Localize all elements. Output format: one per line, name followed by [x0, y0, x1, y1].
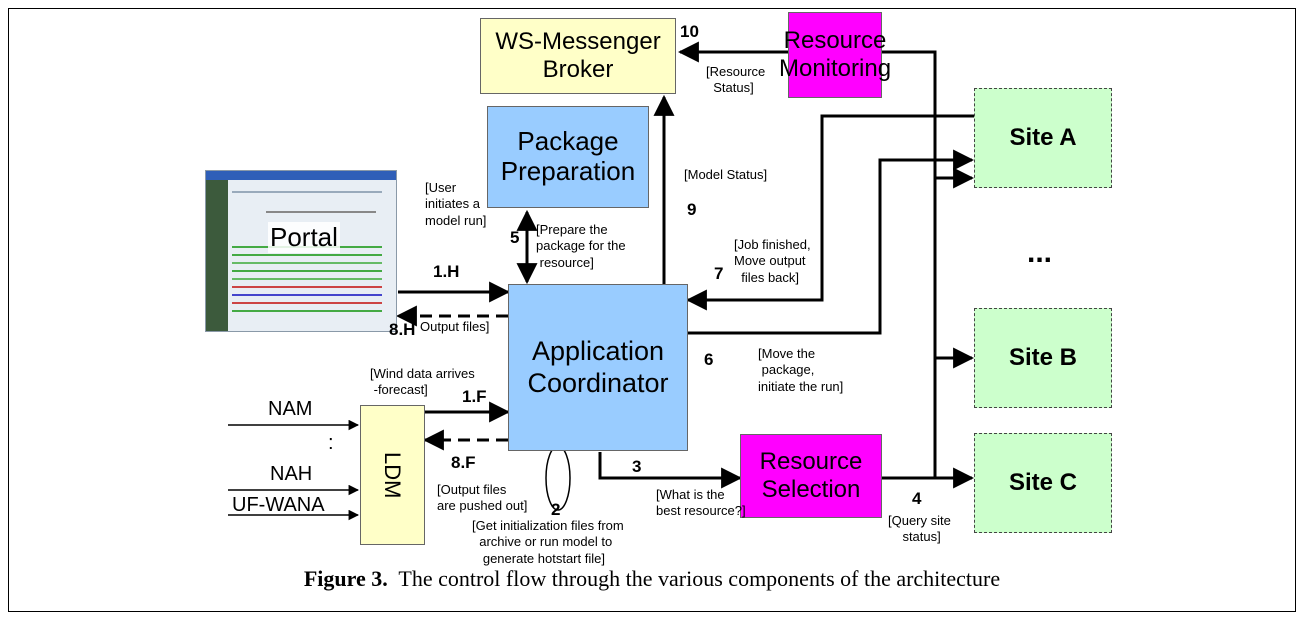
input-nah: NAH [270, 463, 313, 485]
resource-monitoring-box: Resource Monitoring [779, 12, 891, 98]
application-coordinator-label: Application Coordinator [527, 336, 669, 398]
edge-6 [688, 149, 975, 335]
ws-messenger-broker-label: WS-Messenger Broker [495, 28, 661, 83]
step-1f: 1.F [462, 387, 487, 406]
step-6: 6 [704, 350, 714, 369]
label-output-files: Output files] [420, 319, 490, 334]
edge-7 [685, 114, 974, 311]
label-query-site: [Query site status] [888, 513, 951, 545]
label-output-pushed: [Output files are pushed out] [437, 482, 528, 514]
step-2: 2 [551, 500, 561, 519]
package-preparation-label: Package Preparation [500, 126, 636, 186]
resource-monitoring-label: Resource Monitoring [778, 27, 892, 82]
package-preparation-box: Package Preparation [487, 106, 649, 208]
label-best-resource: [What is the best resource?] [656, 487, 746, 519]
step-5: 5 [510, 228, 520, 247]
edge-3 [598, 452, 743, 489]
portal-label: Portal [268, 222, 340, 253]
label-job-finished: [Job finished, Move output files back] [734, 237, 811, 285]
site-a-label: Site A [1009, 124, 1077, 152]
ldm-box: LDM [360, 405, 425, 545]
step-4: 4 [912, 489, 922, 508]
step-8h: 8.H [389, 320, 416, 339]
resource-selection-box: Resource Selection [740, 434, 882, 518]
label-init-files: [Get initialization files from archive o… [472, 518, 624, 566]
input-dots: : [328, 432, 334, 454]
site-c-box: Site C [974, 433, 1112, 533]
ws-messenger-broker-box: WS-Messenger Broker [480, 18, 676, 94]
site-b-label: Site B [1008, 344, 1077, 372]
caption-figure-number: Figure 3. [303, 566, 388, 591]
input-uf-wana: UF-WANA [232, 494, 325, 516]
step-8f: 8.F [451, 453, 476, 472]
resource-selection-label: Resource Selection [759, 448, 863, 503]
site-b-box: Site B [974, 308, 1112, 408]
label-user-initiates: [User initiates a model run] [425, 180, 487, 228]
caption-text: The control flow through the various com… [387, 566, 1001, 591]
ldm-label: LDM [380, 451, 406, 499]
label-resource-status: [Resource Status] [706, 64, 766, 96]
label-model-status: [Model Status] [684, 167, 768, 182]
label-prepare-package: [Prepare the package for the resource] [536, 222, 626, 270]
site-c-label: Site C [1008, 469, 1077, 497]
figure-caption: Figure 3. The control flow through the v… [0, 566, 1304, 592]
label-move-package: [Move the package, initiate the run] [758, 346, 844, 394]
edge-monitor-bus [882, 50, 937, 478]
site-a-box: Site A [974, 88, 1112, 188]
sites-ellipsis: ... [1027, 236, 1053, 269]
step-7: 7 [714, 264, 724, 283]
step-9: 9 [687, 200, 697, 219]
input-nam: NAM [268, 398, 313, 420]
step-1h: 1.H [433, 262, 460, 281]
label-wind-data: [Wind data arrives -forecast] [370, 366, 475, 398]
figure-frame [8, 8, 1296, 612]
step-10: 10 [680, 22, 699, 41]
step-3: 3 [632, 457, 642, 476]
application-coordinator-box: Application Coordinator [508, 284, 688, 451]
